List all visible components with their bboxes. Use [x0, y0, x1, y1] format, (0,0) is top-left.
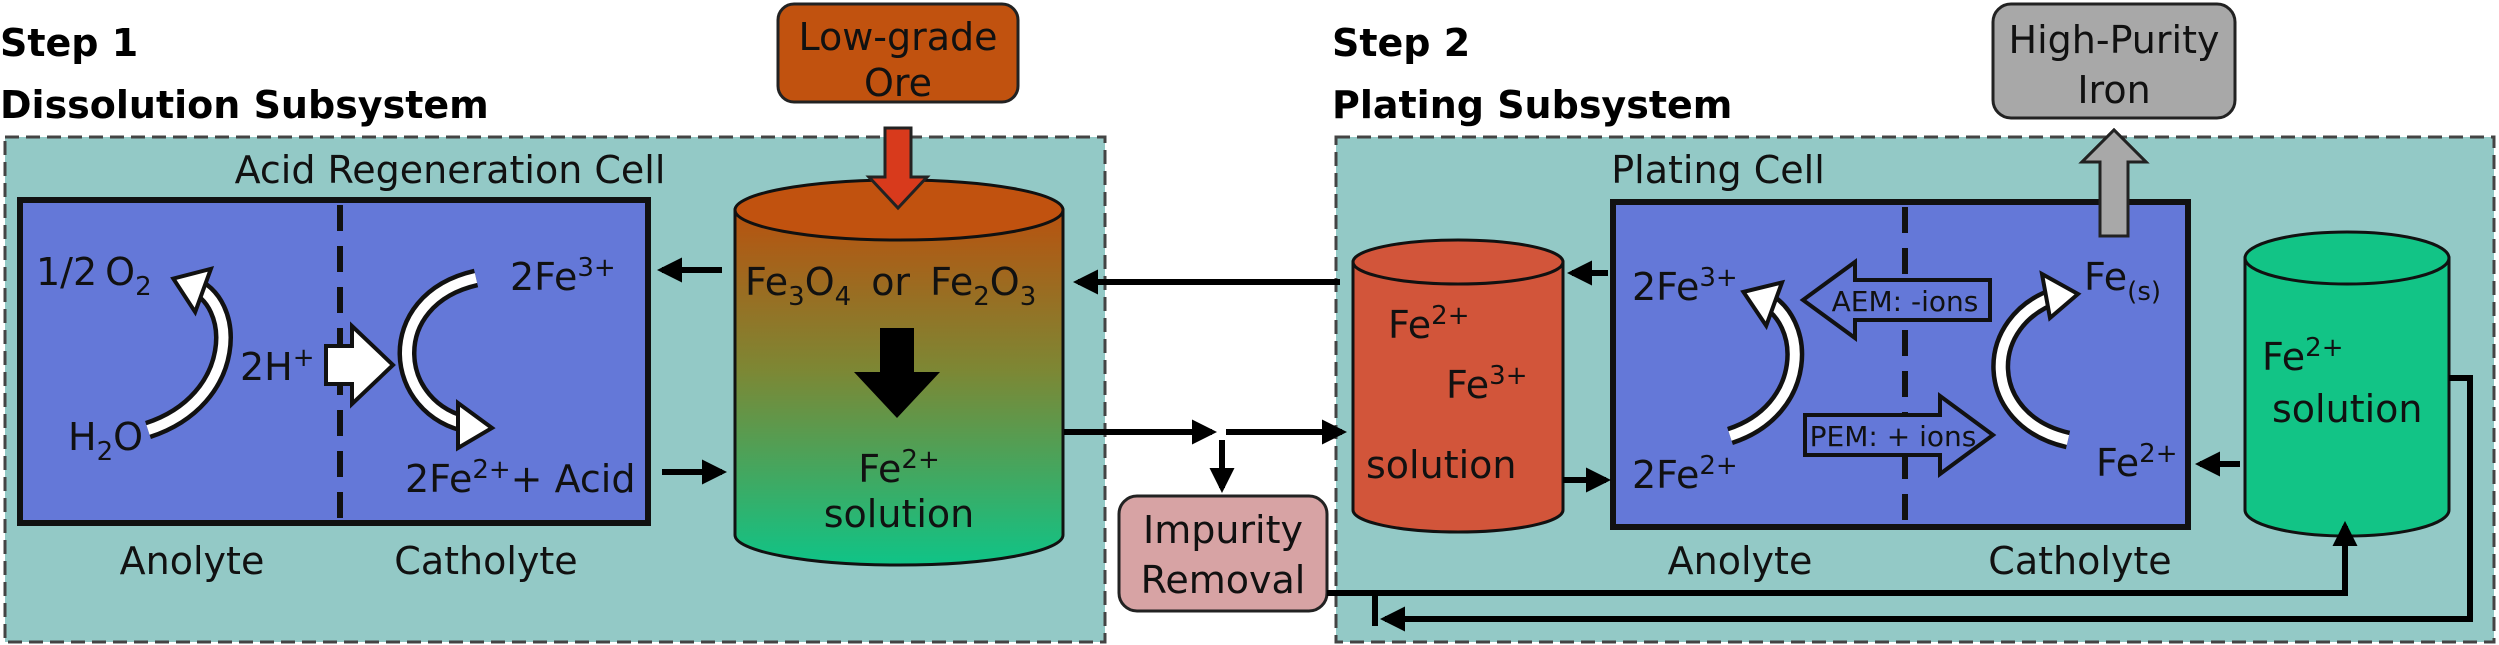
plating-fe-solid-label: Fe(s) [2084, 255, 2161, 307]
svg-text:Plating Subsystem: Plating Subsystem [1332, 83, 1732, 127]
plating-fe2-catholyte-label: Fe2+ [2096, 439, 2178, 485]
acid-cell-title: Acid Regeneration Cell [235, 148, 666, 192]
proton-label: 2H+ [240, 343, 315, 389]
plating-catholyte-label: Catholyte [1988, 539, 2171, 583]
mixed-fe3-label: Fe3+ [1446, 361, 1528, 407]
low-grade-ore-box: Low-grade Ore [776, 2, 1020, 105]
flow-arrows [656, 257, 2473, 632]
svg-text:Iron: Iron [2077, 68, 2150, 112]
svg-text:PEM: + ions: PEM: + ions [1810, 420, 1977, 453]
fe2-tank-ion-label: Fe2+ [2262, 333, 2344, 379]
acid-catholyte-label: Catholyte [394, 539, 577, 583]
svg-text:Impurity: Impurity [1143, 508, 1303, 552]
plating-cell [1610, 199, 2191, 530]
svg-text:Step 2: Step 2 [1332, 21, 1470, 65]
plating-anolyte-label: Anolyte [1668, 539, 1813, 583]
svg-text:Dissolution Subsystem: Dissolution Subsystem [0, 83, 489, 127]
svg-text:Removal: Removal [1141, 558, 1306, 602]
svg-text:Step 1: Step 1 [0, 21, 138, 65]
impurity-removal-box: Impurity Removal [1117, 494, 1329, 613]
mixed-solution-tank [1351, 238, 1565, 534]
acid-fe3-label: 2Fe3+ [510, 253, 616, 299]
step1-heading: Step 1 Dissolution Subsystem [0, 21, 489, 127]
svg-text:High-Purity: High-Purity [2009, 18, 2220, 62]
fe2-solution-tank [2243, 230, 2451, 538]
proton-transfer-arrow [324, 321, 396, 409]
mixed-fe2-label: Fe2+ [1388, 301, 1470, 347]
fe2-tank-solution-label: solution [2272, 387, 2422, 431]
mixed-solution-label: solution [1366, 443, 1516, 487]
svg-text:AEM: -ions: AEM: -ions [1832, 285, 1979, 318]
h2o-label: H2O [68, 415, 143, 467]
svg-text:Ore: Ore [864, 61, 932, 105]
dissolution-solution-label: solution [824, 492, 974, 536]
dissolution-product-label: Fe2+ [858, 445, 940, 491]
acid-fe2-label: 2Fe2++ Acid [405, 455, 636, 501]
dissolution-down-arrow [854, 328, 940, 418]
pem-arrow: PEM: + ions [1803, 392, 1997, 478]
plating-fe2-label: 2Fe2+ [1632, 451, 1738, 497]
plating-fe3-label: 2Fe3+ [1632, 263, 1738, 309]
acid-anolyte-label: Anolyte [120, 539, 265, 583]
plating-cell-title: Plating Cell [1611, 148, 1825, 192]
high-purity-iron-box: High-Purity Iron [1991, 2, 2237, 120]
svg-text:Low-grade: Low-grade [798, 15, 997, 59]
step2-heading: Step 2 Plating Subsystem [1332, 21, 1732, 127]
aem-arrow: AEM: -ions [1799, 258, 1992, 342]
